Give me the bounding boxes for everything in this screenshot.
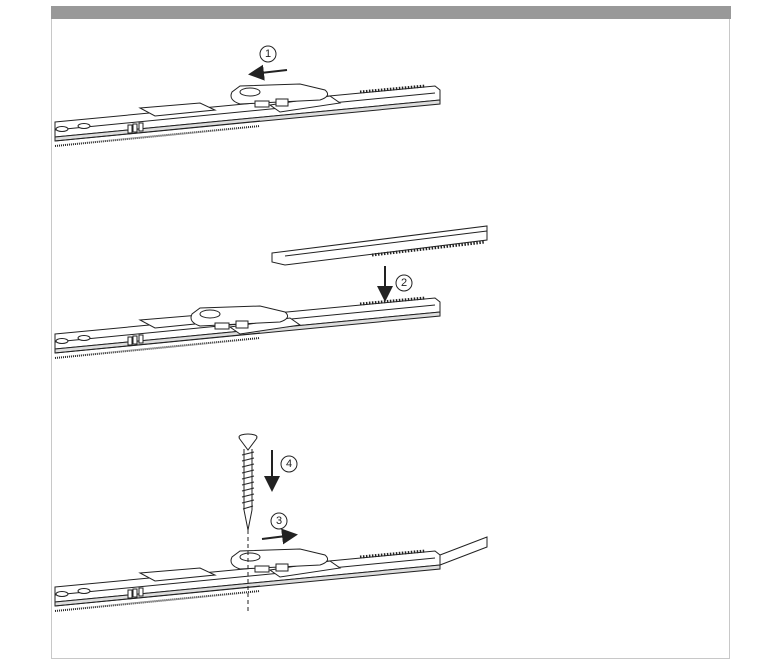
- step3-rail: [53, 536, 488, 613]
- step2-badge: 2: [395, 274, 413, 292]
- step2-number: 2: [401, 277, 407, 289]
- step1-number: 1: [265, 48, 271, 60]
- step1-arrow-left: [248, 64, 288, 81]
- step1-badge: 1: [259, 45, 277, 63]
- step3-number: 3: [276, 515, 282, 527]
- screw-icon: [238, 433, 258, 531]
- step4-number: 4: [286, 458, 292, 470]
- step2-cover-strip: [271, 225, 488, 266]
- diagram-frame: [51, 19, 730, 659]
- step4-badge: 4: [280, 455, 298, 473]
- step3-arrow-right: [261, 528, 298, 545]
- header-bar: [51, 6, 731, 19]
- step3-badge: 3: [270, 512, 288, 530]
